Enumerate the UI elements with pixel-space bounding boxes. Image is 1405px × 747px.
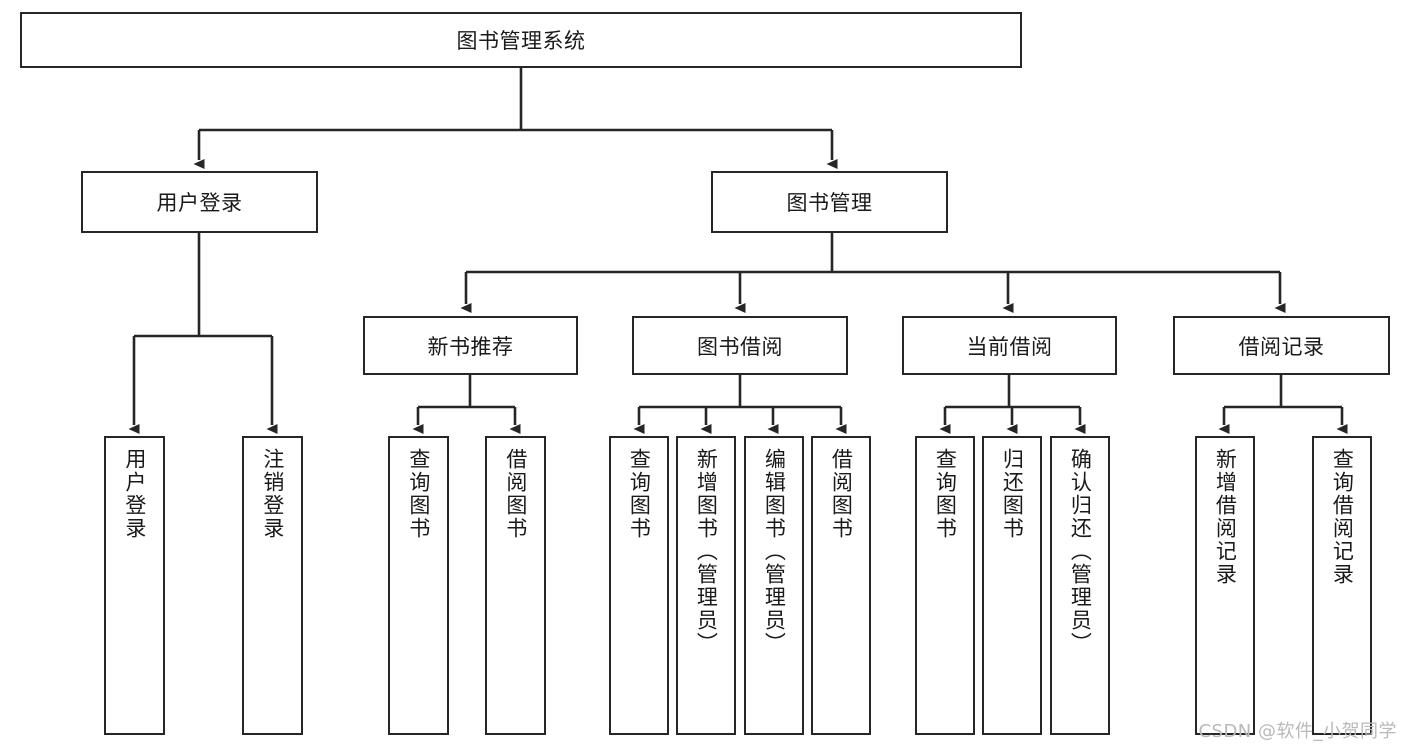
node-current-borrow[interactable]: 当前借阅 — [902, 316, 1117, 375]
node-label: 注销登录 — [260, 448, 285, 540]
node-label: 新增图书（管理员） — [694, 448, 719, 655]
node-label: 新增借阅记录 — [1213, 448, 1238, 586]
node-book-borrow[interactable]: 图书借阅 — [632, 316, 848, 375]
node-label: 借阅图书 — [829, 448, 854, 540]
node-label: 用户登录 — [122, 448, 147, 540]
node-label: 编辑图书（管理员） — [762, 448, 787, 655]
leaf-book-borrow-add[interactable]: 新增图书（管理员） — [676, 436, 736, 735]
leaf-book-borrow-edit[interactable]: 编辑图书（管理员） — [744, 436, 804, 735]
node-label: 当前借阅 — [966, 334, 1053, 359]
node-label: 图书管理 — [786, 191, 873, 215]
node-label: 查询图书 — [406, 448, 431, 540]
leaf-borrow-record-query[interactable]: 查询借阅记录 — [1312, 436, 1372, 735]
node-user-login[interactable]: 用户登录 — [81, 171, 318, 233]
node-label: 归还图书 — [1000, 448, 1025, 540]
leaf-new-book-borrow[interactable]: 借阅图书 — [485, 436, 546, 735]
node-label: 查询图书 — [933, 448, 958, 540]
node-label: 借阅记录 — [1238, 334, 1325, 359]
leaf-current-borrow-confirm-return[interactable]: 确认归还（管理员） — [1050, 436, 1110, 735]
watermark-text: CSDN @软件_小贺同学 — [1198, 721, 1397, 742]
node-label: 用户登录 — [156, 191, 243, 215]
node-label: 查询图书 — [627, 448, 652, 540]
node-label: 图书借阅 — [697, 334, 783, 359]
node-label: 新书推荐 — [427, 334, 514, 359]
leaf-book-borrow-borrow[interactable]: 借阅图书 — [811, 436, 871, 735]
node-book-management[interactable]: 图书管理 — [711, 171, 948, 233]
leaf-new-book-query[interactable]: 查询图书 — [388, 436, 449, 735]
leaf-current-borrow-return[interactable]: 归还图书 — [982, 436, 1042, 735]
node-label: 确认归还（管理员） — [1068, 448, 1093, 655]
leaf-user-login-login[interactable]: 用户登录 — [104, 436, 165, 735]
node-new-book-recommend[interactable]: 新书推荐 — [363, 316, 578, 375]
node-label: 借阅图书 — [503, 448, 528, 540]
leaf-borrow-record-add[interactable]: 新增借阅记录 — [1195, 436, 1255, 735]
node-label: 图书管理系统 — [456, 29, 586, 53]
node-borrow-record[interactable]: 借阅记录 — [1173, 316, 1390, 375]
node-root-system[interactable]: 图书管理系统 — [20, 12, 1022, 68]
leaf-user-login-logout[interactable]: 注销登录 — [242, 436, 303, 735]
leaf-current-borrow-query[interactable]: 查询图书 — [915, 436, 975, 735]
leaf-book-borrow-query[interactable]: 查询图书 — [609, 436, 669, 735]
node-label: 查询借阅记录 — [1330, 448, 1355, 586]
